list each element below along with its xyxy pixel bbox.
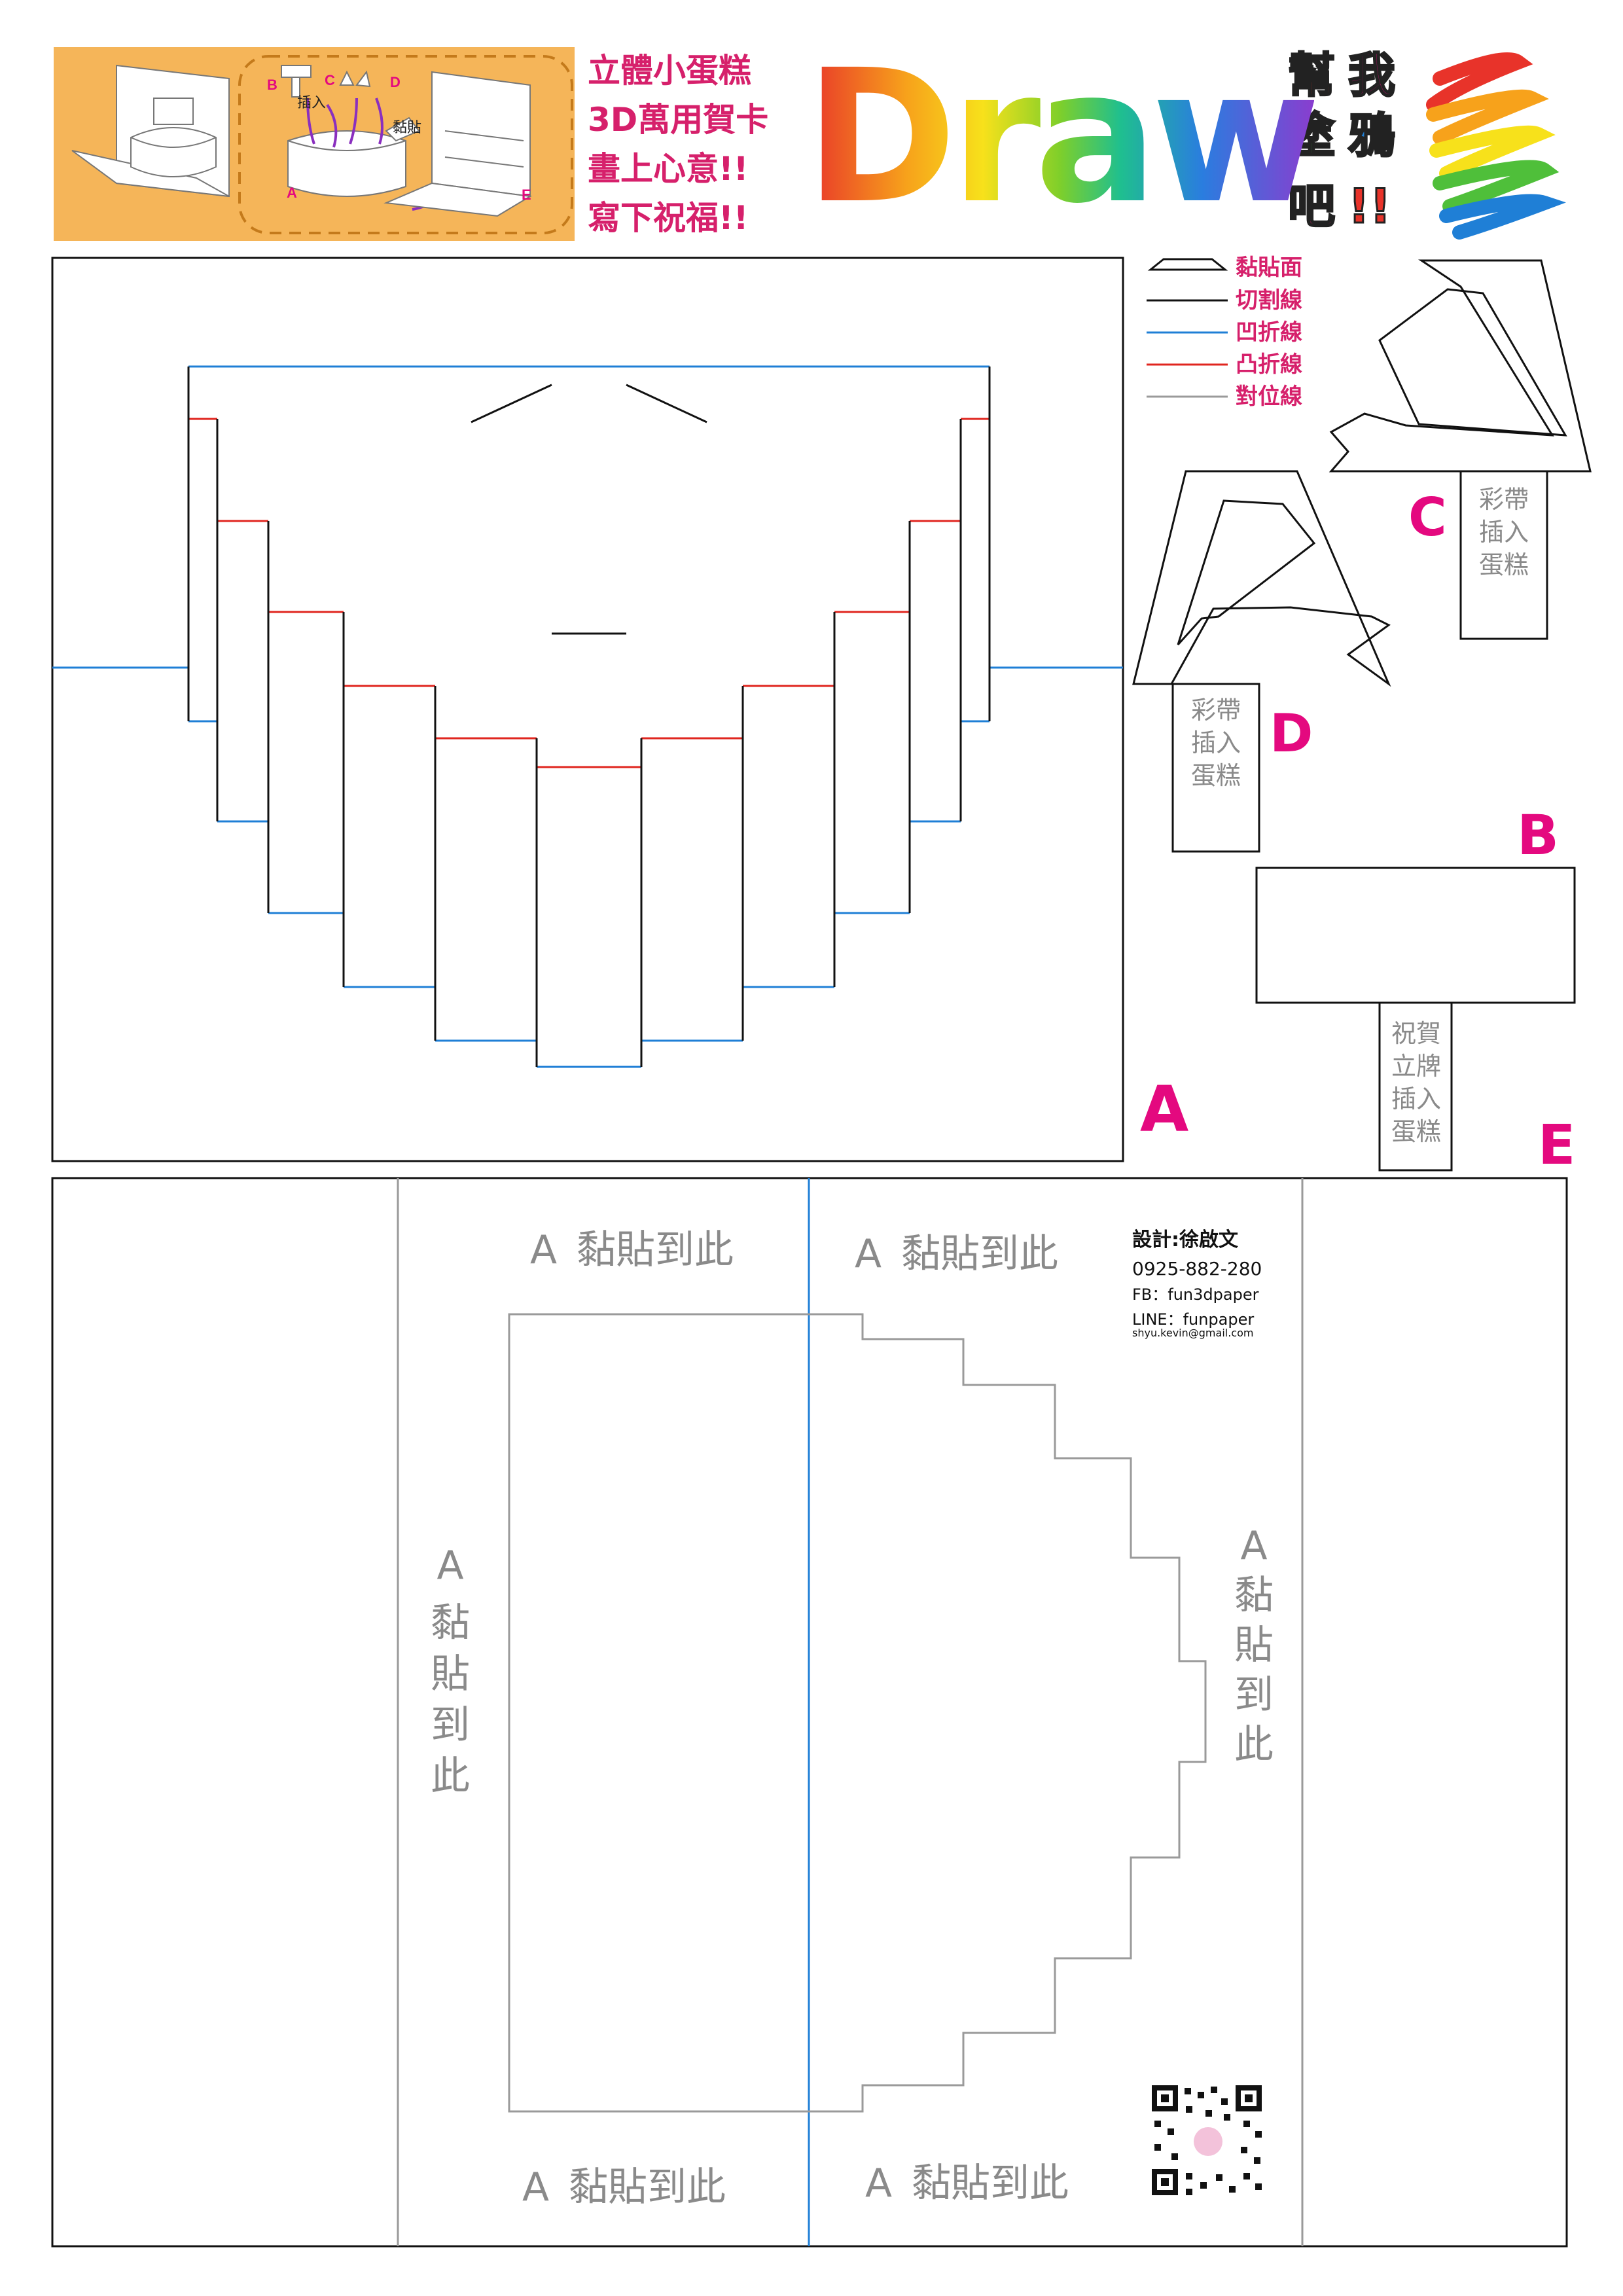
legend-valley-fold: 凹折線 bbox=[1236, 319, 1302, 346]
piece-c-tab-text: 彩帶 插入 蛋糕 bbox=[1479, 485, 1529, 579]
slogan: 立體小蛋糕 3D萬用賀卡 畫上心意!! 寫下祝福!! bbox=[588, 52, 768, 237]
piece-c-ribbon bbox=[1329, 259, 1592, 640]
credit-fb: FB：fun3dpaper bbox=[1132, 1285, 1259, 1304]
draw-logo: Draw bbox=[805, 31, 1321, 244]
help-char-1: 幫 bbox=[1288, 48, 1335, 103]
slogan-line-3: 畫上心意!! bbox=[588, 150, 749, 188]
credit-email: shyu.kevin@gmail.com bbox=[1132, 1327, 1253, 1339]
svg-text:貼: 貼 bbox=[431, 1651, 470, 1697]
base-card bbox=[51, 1177, 1568, 2248]
qr-code-icon bbox=[1149, 2083, 1264, 2198]
help-char-6: !! bbox=[1348, 179, 1391, 234]
svg-text:黏: 黏 bbox=[431, 1600, 470, 1646]
diagram-label-e: E bbox=[522, 187, 531, 203]
help-char-3: 塗 bbox=[1288, 108, 1335, 163]
legend-register-line: 對位線 bbox=[1236, 384, 1302, 410]
piece-e-letter: E bbox=[1538, 1113, 1575, 1177]
diagram-label-c: C bbox=[325, 72, 335, 88]
svg-text:到: 到 bbox=[1234, 1672, 1274, 1718]
credit-phone: 0925-882-280 bbox=[1132, 1258, 1262, 1280]
piece-c-tab-line-2: 插入 bbox=[1479, 518, 1529, 547]
piece-d-tab-line-1: 彩帶 bbox=[1191, 696, 1241, 725]
svg-text:A: A bbox=[1240, 1523, 1267, 1569]
piece-d-tab-text: 彩帶 插入 蛋糕 bbox=[1191, 696, 1241, 790]
piece-e-tab-line-3: 插入 bbox=[1391, 1085, 1441, 1113]
preview-card-right bbox=[383, 71, 532, 217]
piece-e-tab-line-4: 蛋糕 bbox=[1391, 1117, 1441, 1146]
line-legend: 黏貼面 切割線 凹折線 凸折線 對位線 bbox=[1147, 255, 1302, 410]
legend-cut-line: 切割線 bbox=[1236, 287, 1302, 314]
piece-e-tab-text: 祝賀 立牌 插入 蛋糕 bbox=[1391, 1019, 1441, 1146]
slogan-line-4: 寫下祝福!! bbox=[588, 199, 749, 237]
svg-text:A: A bbox=[437, 1543, 463, 1588]
preview-card-left bbox=[71, 64, 230, 198]
svg-text:貼: 貼 bbox=[1234, 1623, 1274, 1668]
diagram-label-glue: 黏貼 bbox=[393, 119, 421, 135]
diagram-label-d: D bbox=[390, 74, 401, 90]
slogan-line-1: 立體小蛋糕 bbox=[588, 52, 751, 90]
piece-e-sign bbox=[1255, 867, 1576, 1172]
glue-outline bbox=[508, 1313, 1207, 2113]
piece-d-tab-line-3: 蛋糕 bbox=[1191, 761, 1241, 790]
preview-exploded bbox=[281, 65, 420, 197]
glue-area-swatch bbox=[1147, 258, 1228, 271]
diagram-label-a: A bbox=[287, 185, 297, 201]
help-char-4: 鴉 bbox=[1348, 108, 1395, 163]
svg-text:此: 此 bbox=[431, 1753, 470, 1799]
slogan-line-2: 3D萬用賀卡 bbox=[588, 101, 768, 139]
svg-text:黏: 黏 bbox=[1234, 1573, 1274, 1619]
svg-text:到: 到 bbox=[431, 1702, 470, 1748]
credits: 設計:徐啟文 0925-882-280 FB：fun3dpaper LINE：f… bbox=[1132, 1229, 1262, 1339]
help-char-2: 我 bbox=[1348, 48, 1395, 103]
piece-c-tab-line-3: 蛋糕 bbox=[1479, 550, 1529, 579]
diagram-label-insert: 插入 bbox=[297, 94, 326, 111]
piece-a-letter: A bbox=[1140, 1073, 1188, 1146]
piece-d-tab-line-2: 插入 bbox=[1191, 728, 1241, 757]
crayon-scribble-icon bbox=[1426, 52, 1567, 240]
glue-label-vertical-right: A 黏 貼 到 此 bbox=[1234, 1523, 1274, 1768]
diagram-label-b: B bbox=[267, 77, 277, 93]
piece-e-tab-line-2: 立牌 bbox=[1391, 1052, 1441, 1081]
piece-c-tab-line-1: 彩帶 bbox=[1479, 485, 1529, 514]
credit-line: LINE：funpaper bbox=[1132, 1310, 1254, 1329]
help-me-doodle: 幫 我 塗 鴉 吧 !! bbox=[1287, 47, 1397, 235]
assembly-diagram: B C D A E 插入 黏貼 bbox=[54, 47, 575, 241]
legend-mountain-fold: 凸折線 bbox=[1236, 351, 1302, 378]
piece-d-ribbon bbox=[1132, 470, 1391, 853]
piece-b-letter: B bbox=[1517, 803, 1559, 867]
credit-designer: 設計:徐啟文 bbox=[1132, 1229, 1238, 1251]
legend-glue-area: 黏貼面 bbox=[1236, 255, 1302, 281]
piece-a-cake-front bbox=[51, 257, 1124, 1162]
help-char-5: 吧 bbox=[1288, 179, 1335, 234]
glue-label-vertical-left: A 黏 貼 到 此 bbox=[431, 1543, 470, 1799]
piece-d-letter: D bbox=[1270, 703, 1313, 764]
piece-e-tab-line-1: 祝賀 bbox=[1391, 1019, 1441, 1048]
piece-c-letter: C bbox=[1408, 487, 1447, 548]
svg-text:此: 此 bbox=[1234, 1722, 1274, 1768]
